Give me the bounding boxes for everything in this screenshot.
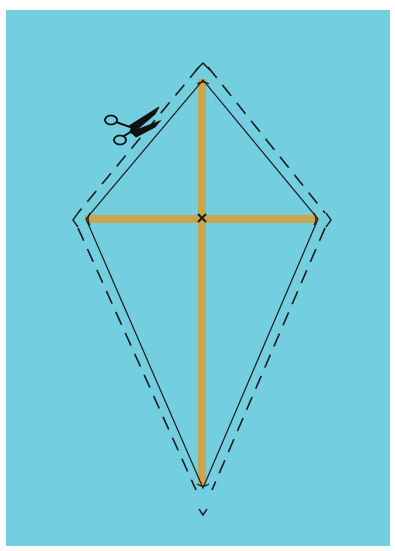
cut-line-top-right [208, 67, 325, 213]
cut-line-bottom-left [78, 228, 196, 490]
scissors-pivot [130, 128, 135, 133]
left-corner-mark [73, 213, 78, 227]
right-corner-mark [326, 213, 331, 227]
scissors-handle-bottom [114, 136, 126, 145]
bottom-corner-mark [199, 509, 207, 515]
kite-diagram-canvas [6, 10, 390, 546]
scissors-icon [105, 107, 160, 145]
scissors-arm-top [116, 122, 130, 127]
kite-diagram [6, 10, 390, 546]
scissors-handle-top [105, 116, 117, 125]
vertical-stick [198, 79, 206, 485]
kite-sticks [85, 79, 317, 485]
cut-line-top-left [78, 67, 199, 213]
top-corner-mark [196, 63, 210, 70]
cut-line-bottom-right [212, 228, 325, 490]
